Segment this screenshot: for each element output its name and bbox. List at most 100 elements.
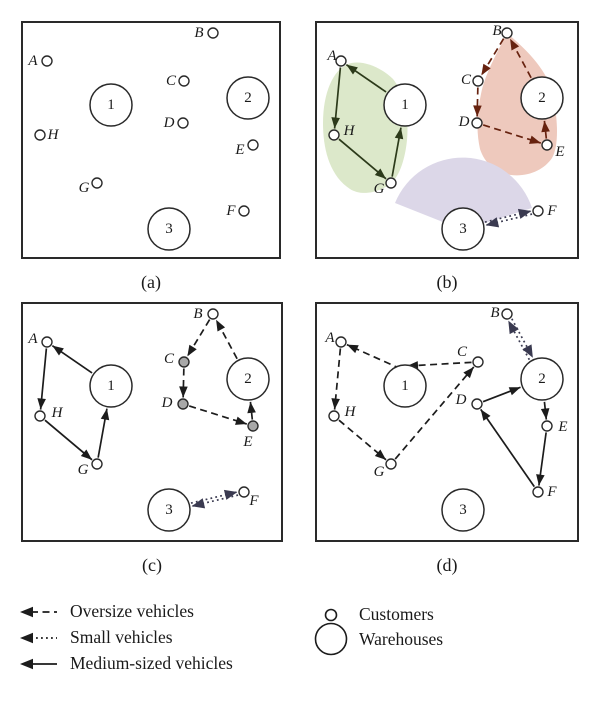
arrowhead bbox=[223, 489, 238, 500]
legend-warehouses-row: Warehouses bbox=[313, 621, 443, 657]
warehouse-label-2: 2 bbox=[538, 90, 546, 106]
customer-node-A bbox=[41, 336, 53, 348]
arrowhead bbox=[517, 208, 532, 219]
arrowhead bbox=[179, 386, 188, 398]
panel-frame bbox=[315, 21, 579, 259]
customer-node-C bbox=[178, 356, 190, 368]
arrowhead bbox=[522, 344, 533, 358]
customer-node-G bbox=[385, 177, 397, 189]
arrowhead bbox=[510, 38, 520, 51]
arrowhead bbox=[331, 117, 340, 129]
customer-label-F: F bbox=[546, 484, 557, 500]
customer-node-D bbox=[471, 398, 483, 410]
cluster-3-region bbox=[395, 157, 532, 230]
warehouse-node-2 bbox=[226, 76, 270, 120]
legend-warehouses-label: Warehouses bbox=[359, 628, 444, 649]
panel-frame bbox=[21, 302, 283, 542]
customer-node-E bbox=[247, 139, 259, 151]
arrowhead bbox=[463, 366, 474, 379]
legend-oversize-row: Oversize vehicles bbox=[18, 601, 194, 622]
warehouse-node-3 bbox=[147, 207, 191, 251]
legend-medium-label: Medium-sized vehicles bbox=[70, 653, 233, 673]
customer-label-C: C bbox=[457, 344, 468, 360]
warehouse-label-1: 1 bbox=[107, 378, 115, 394]
arrowhead bbox=[394, 127, 404, 140]
warehouse-node-3 bbox=[441, 488, 485, 532]
arrowhead bbox=[216, 319, 226, 332]
customer-node-F bbox=[532, 205, 544, 217]
customer-label-D: D bbox=[161, 395, 173, 411]
legend-small-row: Small vehicles bbox=[18, 627, 173, 648]
customer-node-D bbox=[471, 117, 483, 129]
arrowhead bbox=[346, 64, 358, 75]
route-F-to-D bbox=[480, 408, 535, 488]
customer-label-B: B bbox=[492, 23, 501, 39]
arrowhead bbox=[247, 401, 256, 414]
customer-node-E bbox=[541, 420, 553, 432]
customer-node-E bbox=[541, 139, 553, 151]
dotted-arrow-icon bbox=[20, 632, 57, 643]
customer-label-C: C bbox=[166, 73, 177, 89]
customer-node-G bbox=[91, 458, 103, 470]
warehouse-label-3: 3 bbox=[165, 502, 173, 518]
customer-node-E bbox=[247, 420, 259, 432]
customer-label-G: G bbox=[78, 462, 89, 478]
warehouse-node-1 bbox=[383, 83, 427, 127]
customer-label-F: F bbox=[225, 203, 236, 219]
customer-label-D: D bbox=[458, 114, 470, 130]
panel-frame bbox=[315, 302, 579, 542]
customer-label-H: H bbox=[47, 127, 60, 143]
customer-label-D: D bbox=[163, 115, 175, 131]
arrowhead bbox=[100, 408, 110, 421]
customer-node-G bbox=[91, 177, 103, 189]
panel-frame bbox=[21, 21, 281, 259]
customer-label-A: A bbox=[27, 331, 38, 347]
customer-node-C bbox=[472, 75, 484, 87]
customer-label-E: E bbox=[554, 144, 564, 160]
customer-node-A bbox=[41, 55, 53, 67]
arrowhead bbox=[508, 387, 521, 396]
legend-customers-label: Customers bbox=[359, 604, 434, 624]
arrowhead bbox=[480, 409, 491, 421]
arrowhead bbox=[191, 498, 206, 509]
customer-node-D bbox=[177, 398, 189, 410]
customer-label-E: E bbox=[242, 434, 252, 450]
legend-small-label: Small vehicles bbox=[70, 627, 173, 647]
customer-label-B: B bbox=[193, 306, 202, 322]
customer-node-B bbox=[207, 308, 219, 320]
warehouse-node-1 bbox=[89, 364, 133, 408]
customer-label-F: F bbox=[248, 493, 259, 509]
arrowhead bbox=[374, 168, 387, 179]
panel-caption-b: (b) bbox=[437, 272, 458, 293]
customer-node-A bbox=[335, 336, 347, 348]
customer-node-B bbox=[501, 27, 513, 39]
warehouse-label-1: 1 bbox=[401, 378, 409, 394]
warehouse-label-2: 2 bbox=[244, 371, 252, 387]
customer-label-G: G bbox=[374, 181, 385, 197]
customer-node-H bbox=[328, 129, 340, 141]
warehouse-node-1 bbox=[89, 83, 133, 127]
panel-caption-a: (a) bbox=[141, 272, 161, 293]
customer-node-H bbox=[34, 410, 46, 422]
solid-arrow-icon bbox=[20, 658, 57, 669]
customer-node-D bbox=[177, 117, 189, 129]
customer-label-H: H bbox=[343, 123, 356, 139]
cluster-1-region bbox=[323, 62, 408, 193]
customer-label-H: H bbox=[51, 405, 64, 421]
customer-node-F bbox=[238, 205, 250, 217]
warehouse-label-2: 2 bbox=[538, 371, 546, 387]
arrowhead bbox=[52, 345, 64, 356]
customer-label-A: A bbox=[27, 53, 38, 69]
warehouse-label-3: 3 bbox=[459, 221, 467, 237]
arrowhead bbox=[481, 63, 491, 76]
cluster-2-region bbox=[477, 33, 557, 176]
customer-label-E: E bbox=[557, 419, 567, 435]
customer-node-F bbox=[532, 486, 544, 498]
customer-label-H: H bbox=[344, 404, 357, 420]
warehouse-node-3 bbox=[147, 488, 191, 532]
customer-symbol-icon bbox=[324, 608, 338, 621]
customer-label-D: D bbox=[455, 392, 467, 408]
